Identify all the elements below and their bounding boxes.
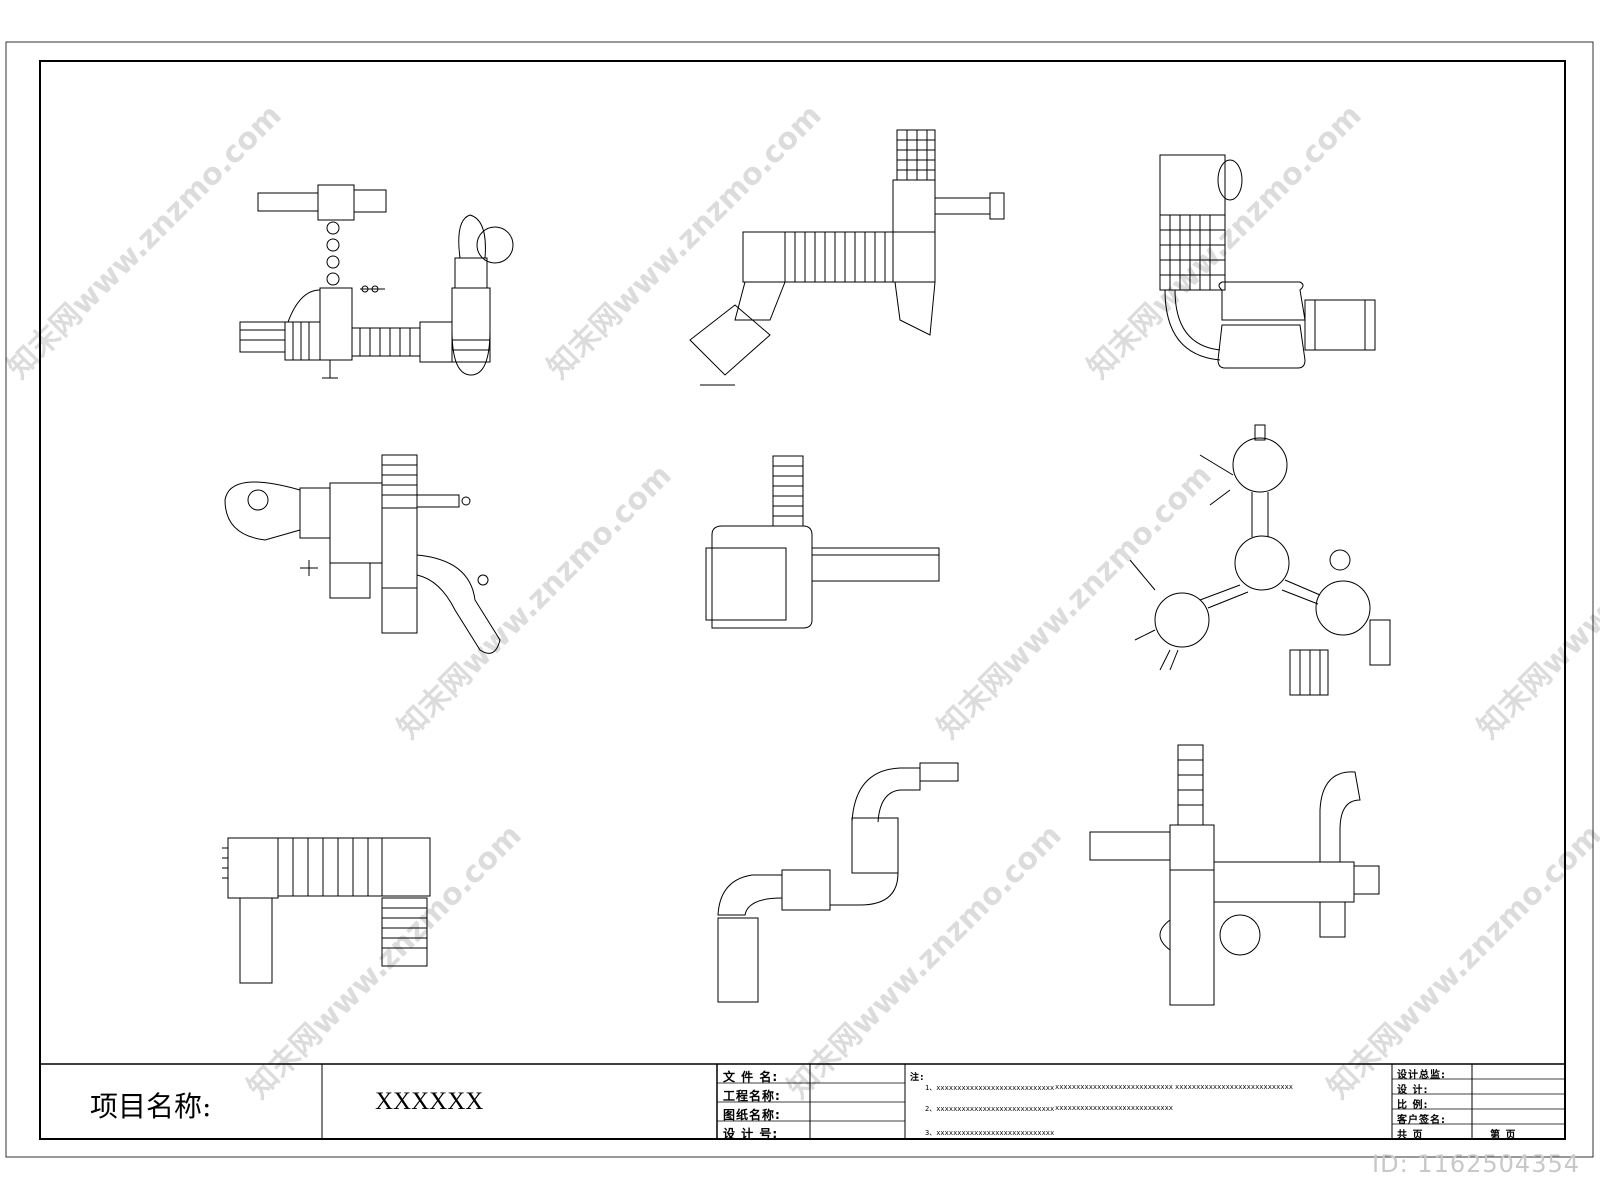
watermark-layer: 知末网www.znzmo.com 知末网www.znzmo.com 知末网www…: [1, 98, 1600, 1106]
image-id: ID: 1162504354: [1372, 1150, 1580, 1178]
outer-border: [5, 41, 1594, 1158]
equipment-plans: [222, 129, 1391, 1006]
field-scale: 比 例:: [1397, 1100, 1429, 1111]
plan-2: [689, 129, 1005, 386]
note-2: 2、xxxxxxxxxxxxxxxxxxxxxxxxxxxx: [925, 1105, 1055, 1113]
field-file-name: 文 件 名:: [723, 1070, 779, 1084]
field-client-signature: 客户签名:: [1397, 1115, 1446, 1126]
watermark: 知末网www.znzmo.com: [1321, 818, 1600, 1106]
note-2b: xxxxxxxxxxxxxxxxxxxxxxxxxxxx: [1055, 1104, 1174, 1112]
plan-5: [705, 455, 940, 629]
watermark: 知末网www.znzmo.com: [931, 458, 1219, 746]
note-1b: xxxxxxxxxxxxxxxxxxxxxxxxxxxx: [1055, 1083, 1174, 1091]
notes-label: 注:: [910, 1073, 925, 1083]
plan-9: [1089, 744, 1380, 1006]
watermark: 知末网www.znzmo.com: [1471, 458, 1600, 746]
plan-4: [224, 454, 501, 654]
plan-8: [717, 762, 959, 1003]
plan-6: [1129, 424, 1391, 696]
watermark: 知末网www.znzmo.com: [241, 818, 529, 1106]
plan-1: [239, 184, 514, 379]
page-current: 第 页: [1490, 1130, 1517, 1141]
watermark: 知末网www.znzmo.com: [781, 818, 1069, 1106]
project-name-value: XXXXXX: [375, 1088, 484, 1115]
field-project-name: 工程名称:: [723, 1089, 781, 1103]
title-block-grid: [40, 1063, 1565, 1139]
note-1c: xxxxxxxxxxxxxxxxxxxxxxxxxxxx: [1175, 1083, 1294, 1091]
field-drawing-name: 图纸名称:: [723, 1108, 781, 1122]
field-designer: 设 计:: [1397, 1085, 1429, 1096]
note-1: 1、xxxxxxxxxxxxxxxxxxxxxxxxxxxx: [925, 1084, 1055, 1092]
watermark: 知末网www.znzmo.com: [391, 458, 679, 746]
plan-3: [1159, 154, 1376, 369]
field-design-director: 设计总监:: [1397, 1070, 1446, 1081]
note-3: 3、xxxxxxxxxxxxxxxxxxxxxxxxxxxx: [925, 1129, 1055, 1137]
inner-border: [39, 60, 1566, 1140]
plan-7: [222, 837, 431, 984]
page-total: 共 页: [1397, 1130, 1424, 1141]
project-name-label: 项目名称:: [90, 1090, 212, 1123]
watermark: 知末网www.znzmo.com: [1, 98, 289, 386]
field-design-number: 设 计 号:: [723, 1127, 779, 1141]
